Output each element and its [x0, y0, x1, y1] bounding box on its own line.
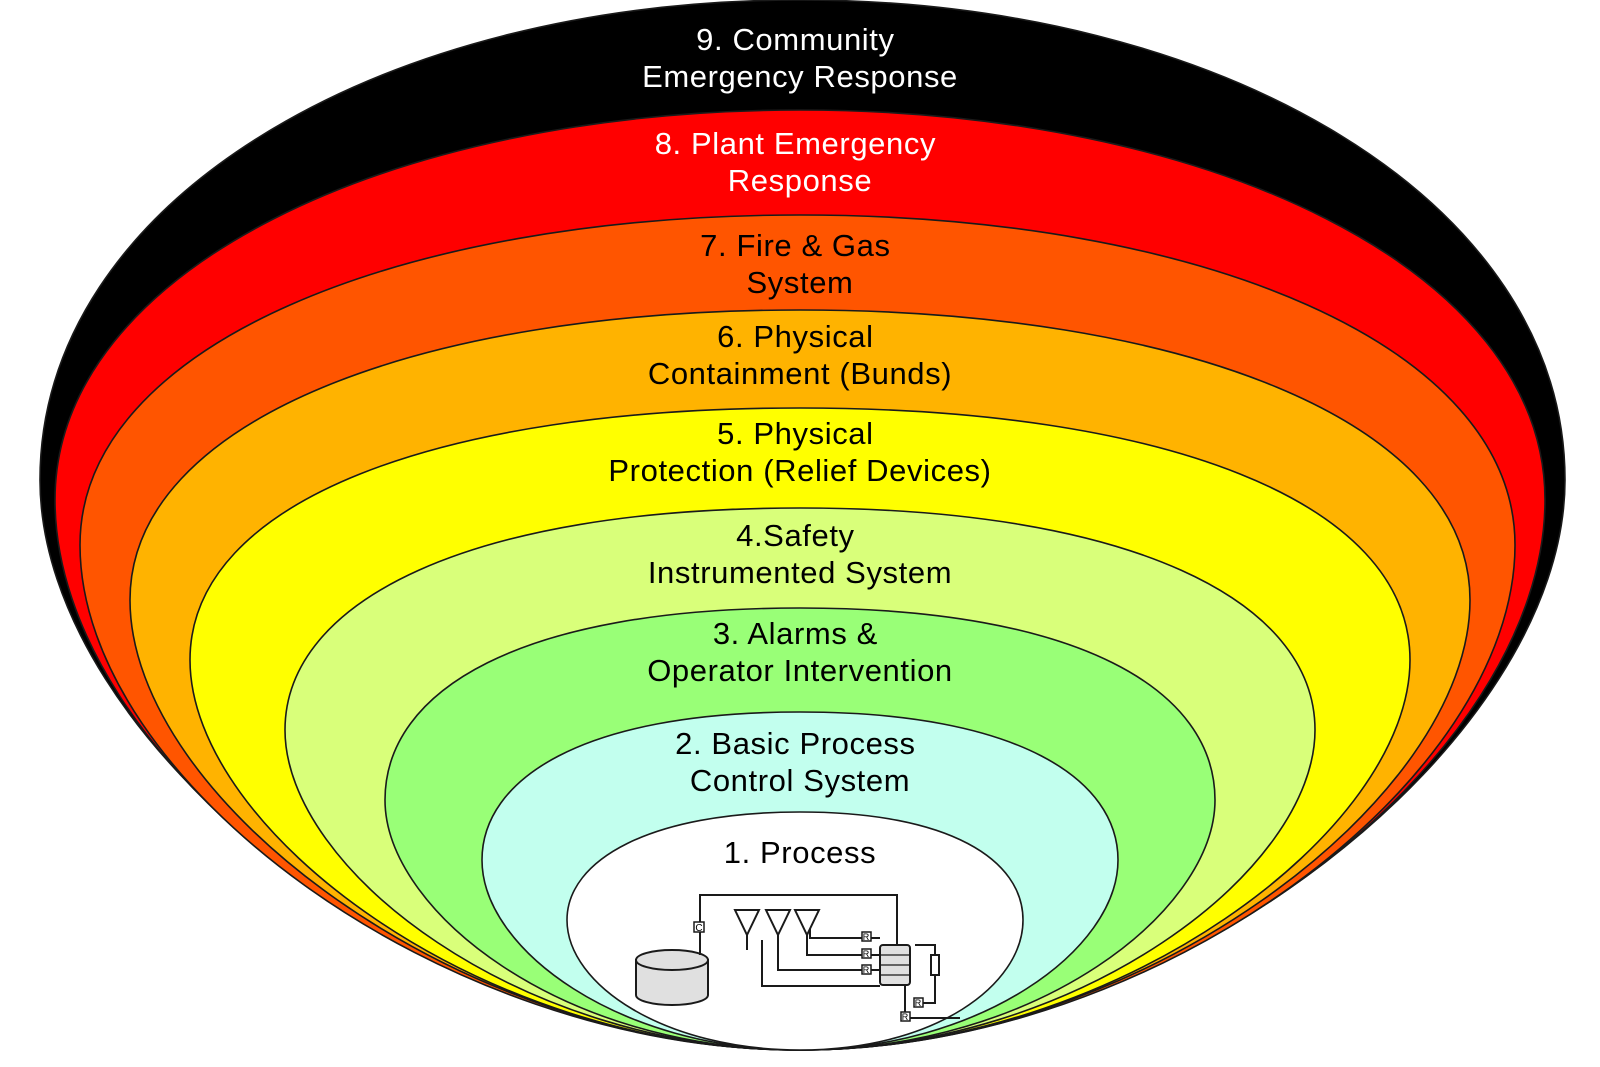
- hopper-1-icon: [733, 909, 761, 950]
- layer-8-line-1: 8. Plant Emergency: [655, 126, 936, 161]
- layer-3-label: 3. Alarms & Operator Intervention: [647, 616, 953, 688]
- layer-9-line-2: Emergency Response: [642, 59, 958, 94]
- instrument-label-r1: R: [863, 932, 870, 942]
- layer-1-label: 1. Process: [724, 835, 876, 870]
- layer-5-label: 5. Physical Protection (Relief Devices): [608, 416, 991, 488]
- layer-9-label: 9. Community Emergency Response: [642, 22, 958, 94]
- layer-5-line-1: 5. Physical: [717, 416, 874, 451]
- instrument-valves: C R R R R R: [693, 921, 924, 1022]
- layer-7-label: 7. Fire & Gas System: [700, 228, 900, 300]
- layer-2-line-1: 2. Basic Process: [675, 726, 915, 761]
- instrument-label-c: C: [695, 923, 702, 934]
- layer-4-line-2: Instrumented System: [648, 555, 952, 590]
- instrument-label-r5: R: [915, 998, 922, 1008]
- layer-6-line-1: 6. Physical: [717, 319, 874, 354]
- layer-2-label: 2. Basic Process Control System: [675, 726, 925, 798]
- reactor-column-icon: [879, 944, 911, 986]
- hopper-2-icon: [764, 909, 792, 938]
- instrument-label-r3: R: [863, 965, 870, 975]
- layer-8-line-2: Response: [728, 163, 872, 198]
- layer-1-line-1: 1. Process: [724, 835, 876, 870]
- layer-3-line-2: Operator Intervention: [647, 653, 953, 688]
- layer-8-label: 8. Plant Emergency Response: [655, 126, 946, 198]
- process-schematic: C R R R R R: [635, 894, 960, 1022]
- layer-6-line-2: Containment (Bunds): [648, 356, 952, 391]
- layer-6-label: 6. Physical Containment (Bunds): [648, 319, 952, 391]
- instrument-label-r2: R: [863, 949, 870, 959]
- layer-5-line-2: Protection (Relief Devices): [608, 453, 991, 488]
- storage-tank-icon: [635, 949, 709, 1006]
- instrument-label-r4: R: [902, 1012, 909, 1022]
- layer-4-label: 4.Safety Instrumented System: [648, 518, 952, 590]
- layer-7-line-2: System: [747, 265, 854, 300]
- layer-4-line-1: 4.Safety: [736, 518, 855, 553]
- layer-3-line-1: 3. Alarms &: [713, 616, 878, 651]
- layer-2-line-2: Control System: [690, 763, 910, 798]
- layer-7-line-1: 7. Fire & Gas: [700, 228, 890, 263]
- layer-9-line-1: 9. Community: [696, 22, 894, 57]
- heat-exchanger-icon: [930, 954, 940, 976]
- hopper-3-icon: [793, 909, 821, 938]
